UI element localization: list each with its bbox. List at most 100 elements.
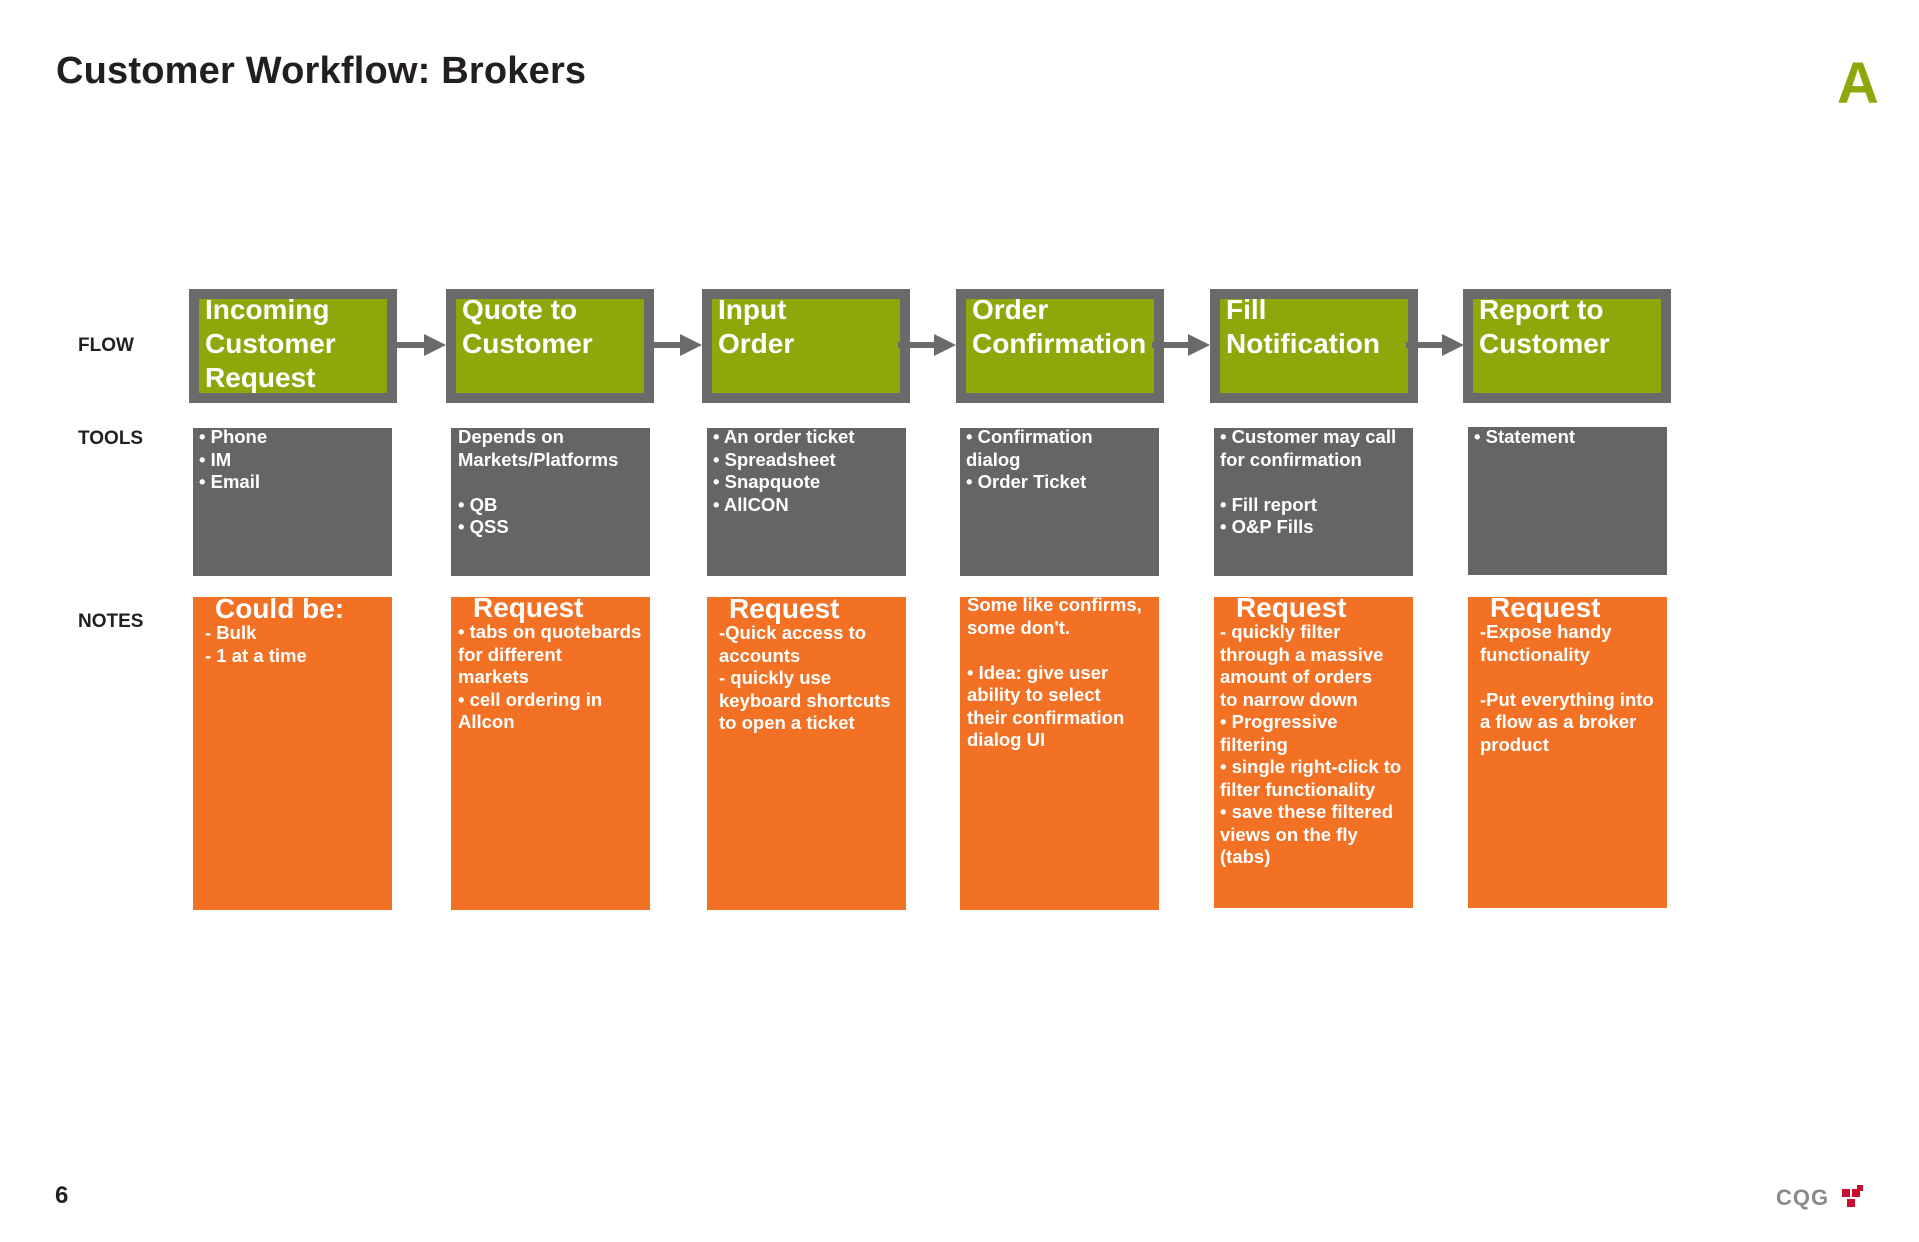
tools-line: • Email xyxy=(199,471,260,492)
flow-step-incoming-customer-request: Incoming Customer Request xyxy=(189,289,397,403)
flow-step-input-order: Input Order xyxy=(702,289,910,403)
tools-box-quote-to-customer: Depends on Markets/Platforms • QB • QSS xyxy=(451,428,650,576)
flow-step-fill xyxy=(966,299,1154,393)
notes-line: - Bulk xyxy=(205,622,257,643)
notes-line: dialog UI xyxy=(967,729,1046,750)
flow-step-fill xyxy=(456,299,644,393)
flow-arrow-4 xyxy=(1152,334,1210,356)
flow-arrow-3 xyxy=(898,334,956,356)
flow-step-fill xyxy=(1220,299,1408,393)
flow-step-fill-notification: Fill Notification xyxy=(1210,289,1418,403)
notes-line: amount of orders xyxy=(1220,666,1373,687)
notes-line: - quickly use xyxy=(719,667,832,688)
flow-step-quote-to-customer: Quote to Customer xyxy=(446,289,654,403)
tools-line: • QB xyxy=(458,493,498,515)
row-label-notes: NOTES xyxy=(78,611,144,632)
notes-box-input-order: Request -Quick access to accounts - quic… xyxy=(707,597,906,910)
notes-line: • Progressive xyxy=(1220,711,1338,732)
tools-line: • AllCON xyxy=(713,493,789,515)
flow-step-fill xyxy=(199,299,387,393)
flow-step-label: Order Confirmation xyxy=(972,294,1147,359)
tools-line: • Order Ticket xyxy=(966,471,1087,492)
tools-line: • Statement xyxy=(1474,427,1576,447)
flow-step-report-to-customer: Report to Customer xyxy=(1463,289,1671,403)
notes-line: - 1 at a time xyxy=(205,644,307,666)
flow-arrow-1 xyxy=(388,334,446,356)
notes-line: (tabs) xyxy=(1220,846,1271,867)
notes-heading: Request xyxy=(473,597,584,623)
notes-heading: Request xyxy=(1236,597,1347,623)
tools-line: • Phone xyxy=(199,428,268,447)
notes-line: -Put everything into xyxy=(1480,688,1654,710)
tools-line: • Customer may call xyxy=(1220,428,1397,447)
cqg-logo-text: CQG xyxy=(1776,1185,1829,1210)
notes-line: filter functionality xyxy=(1220,778,1376,800)
cqg-logo: CQG xyxy=(1776,1185,1863,1210)
tools-line: • O&P Fills xyxy=(1220,516,1314,537)
tools-line: • Confirmation xyxy=(966,428,1093,447)
tools-line: • IM xyxy=(199,448,232,470)
tools-line: • QSS xyxy=(458,516,509,537)
notes-line: through a massive xyxy=(1220,643,1384,665)
notes-line: -Quick access to xyxy=(719,622,867,643)
tools-line: Markets/Platforms xyxy=(458,448,619,470)
flow-step-fill xyxy=(1473,299,1661,393)
notes-line: - quickly filter xyxy=(1220,621,1341,642)
tools-line: for confirmation xyxy=(1220,448,1362,470)
notes-line: filtering xyxy=(1220,733,1288,755)
notes-line: some don't. xyxy=(967,616,1071,638)
tools-line: • An order ticket xyxy=(713,428,855,447)
notes-line: • single right-click to xyxy=(1220,756,1402,777)
tools-box-incoming-customer-request: • Phone • IM • Email xyxy=(193,428,392,576)
notes-line: for different xyxy=(458,643,562,665)
tools-box-order-confirmation: • Confirmation dialog • Order Ticket xyxy=(960,428,1159,576)
notes-line: Allcon xyxy=(458,711,515,732)
notes-line: views on the fly xyxy=(1220,823,1358,845)
notes-line: a flow as a broker xyxy=(1480,711,1637,732)
flow-step-fill xyxy=(712,299,900,393)
notes-line: markets xyxy=(458,666,529,687)
flow-arrow-2 xyxy=(644,334,702,356)
notes-line: to open a ticket xyxy=(719,712,855,733)
tools-box-fill-notification: • Customer may call for confirmation • F… xyxy=(1214,428,1413,576)
flow-step-order-confirmation: Order Confirmation xyxy=(956,289,1164,403)
row-label-tools: TOOLS xyxy=(78,428,144,449)
notes-line: functionality xyxy=(1480,643,1590,665)
notes-line: to narrow down xyxy=(1220,688,1358,710)
tools-line: dialog xyxy=(966,448,1021,470)
row-label-flow: FLOW xyxy=(78,335,134,356)
notes-line: • save these filtered xyxy=(1220,801,1394,822)
notes-line: product xyxy=(1480,733,1549,755)
flow-step-label: Report to Customer xyxy=(1479,294,1610,359)
notes-line: Some like confirms, xyxy=(967,597,1142,615)
flow-step-label: Incoming Customer Request xyxy=(205,294,336,393)
section-letter: A xyxy=(1837,51,1879,116)
tools-box-input-order: • An order ticket • Spreadsheet • Snapqu… xyxy=(707,428,906,576)
notes-line: accounts xyxy=(719,644,801,666)
flow-step-label: Input Order xyxy=(718,294,795,359)
notes-heading: Could be: xyxy=(215,597,345,624)
notes-line: -Expose handy xyxy=(1480,621,1612,642)
notes-box-quote-to-customer: Request • tabs on quotebards for differe… xyxy=(451,597,650,910)
flow-step-label: Quote to Customer xyxy=(462,294,593,359)
tools-line: • Snapquote xyxy=(713,471,821,492)
notes-heading: Request xyxy=(1490,597,1601,623)
tools-line: Depends on xyxy=(458,428,564,447)
notes-line: their confirmation xyxy=(967,706,1125,728)
tools-line: • Spreadsheet xyxy=(713,448,836,470)
notes-line: • Idea: give user xyxy=(967,661,1109,683)
flow-step-label: Fill Notification xyxy=(1226,294,1380,359)
notes-line: keyboard shortcuts xyxy=(719,689,891,711)
notes-line: • cell ordering in xyxy=(458,688,603,710)
page-number: 6 xyxy=(55,1182,69,1209)
notes-box-report-to-customer: Request -Expose handy functionality -Put… xyxy=(1468,597,1667,908)
notes-box-order-confirmation: Some like confirms, some don't. • Idea: … xyxy=(960,597,1159,910)
notes-line: • tabs on quotebards xyxy=(458,621,642,642)
tools-box-report-to-customer: • Statement xyxy=(1468,427,1667,575)
notes-box-incoming-customer-request: Could be: - Bulk - 1 at a time xyxy=(193,597,392,910)
slide-title: Customer Workflow: Brokers xyxy=(56,50,587,92)
cqg-logo-mark xyxy=(1842,1185,1863,1207)
tools-line: • Fill report xyxy=(1220,493,1317,515)
flow-arrow-5 xyxy=(1406,334,1464,356)
notes-box-fill-notification: Request - quickly filter through a massi… xyxy=(1214,597,1413,908)
